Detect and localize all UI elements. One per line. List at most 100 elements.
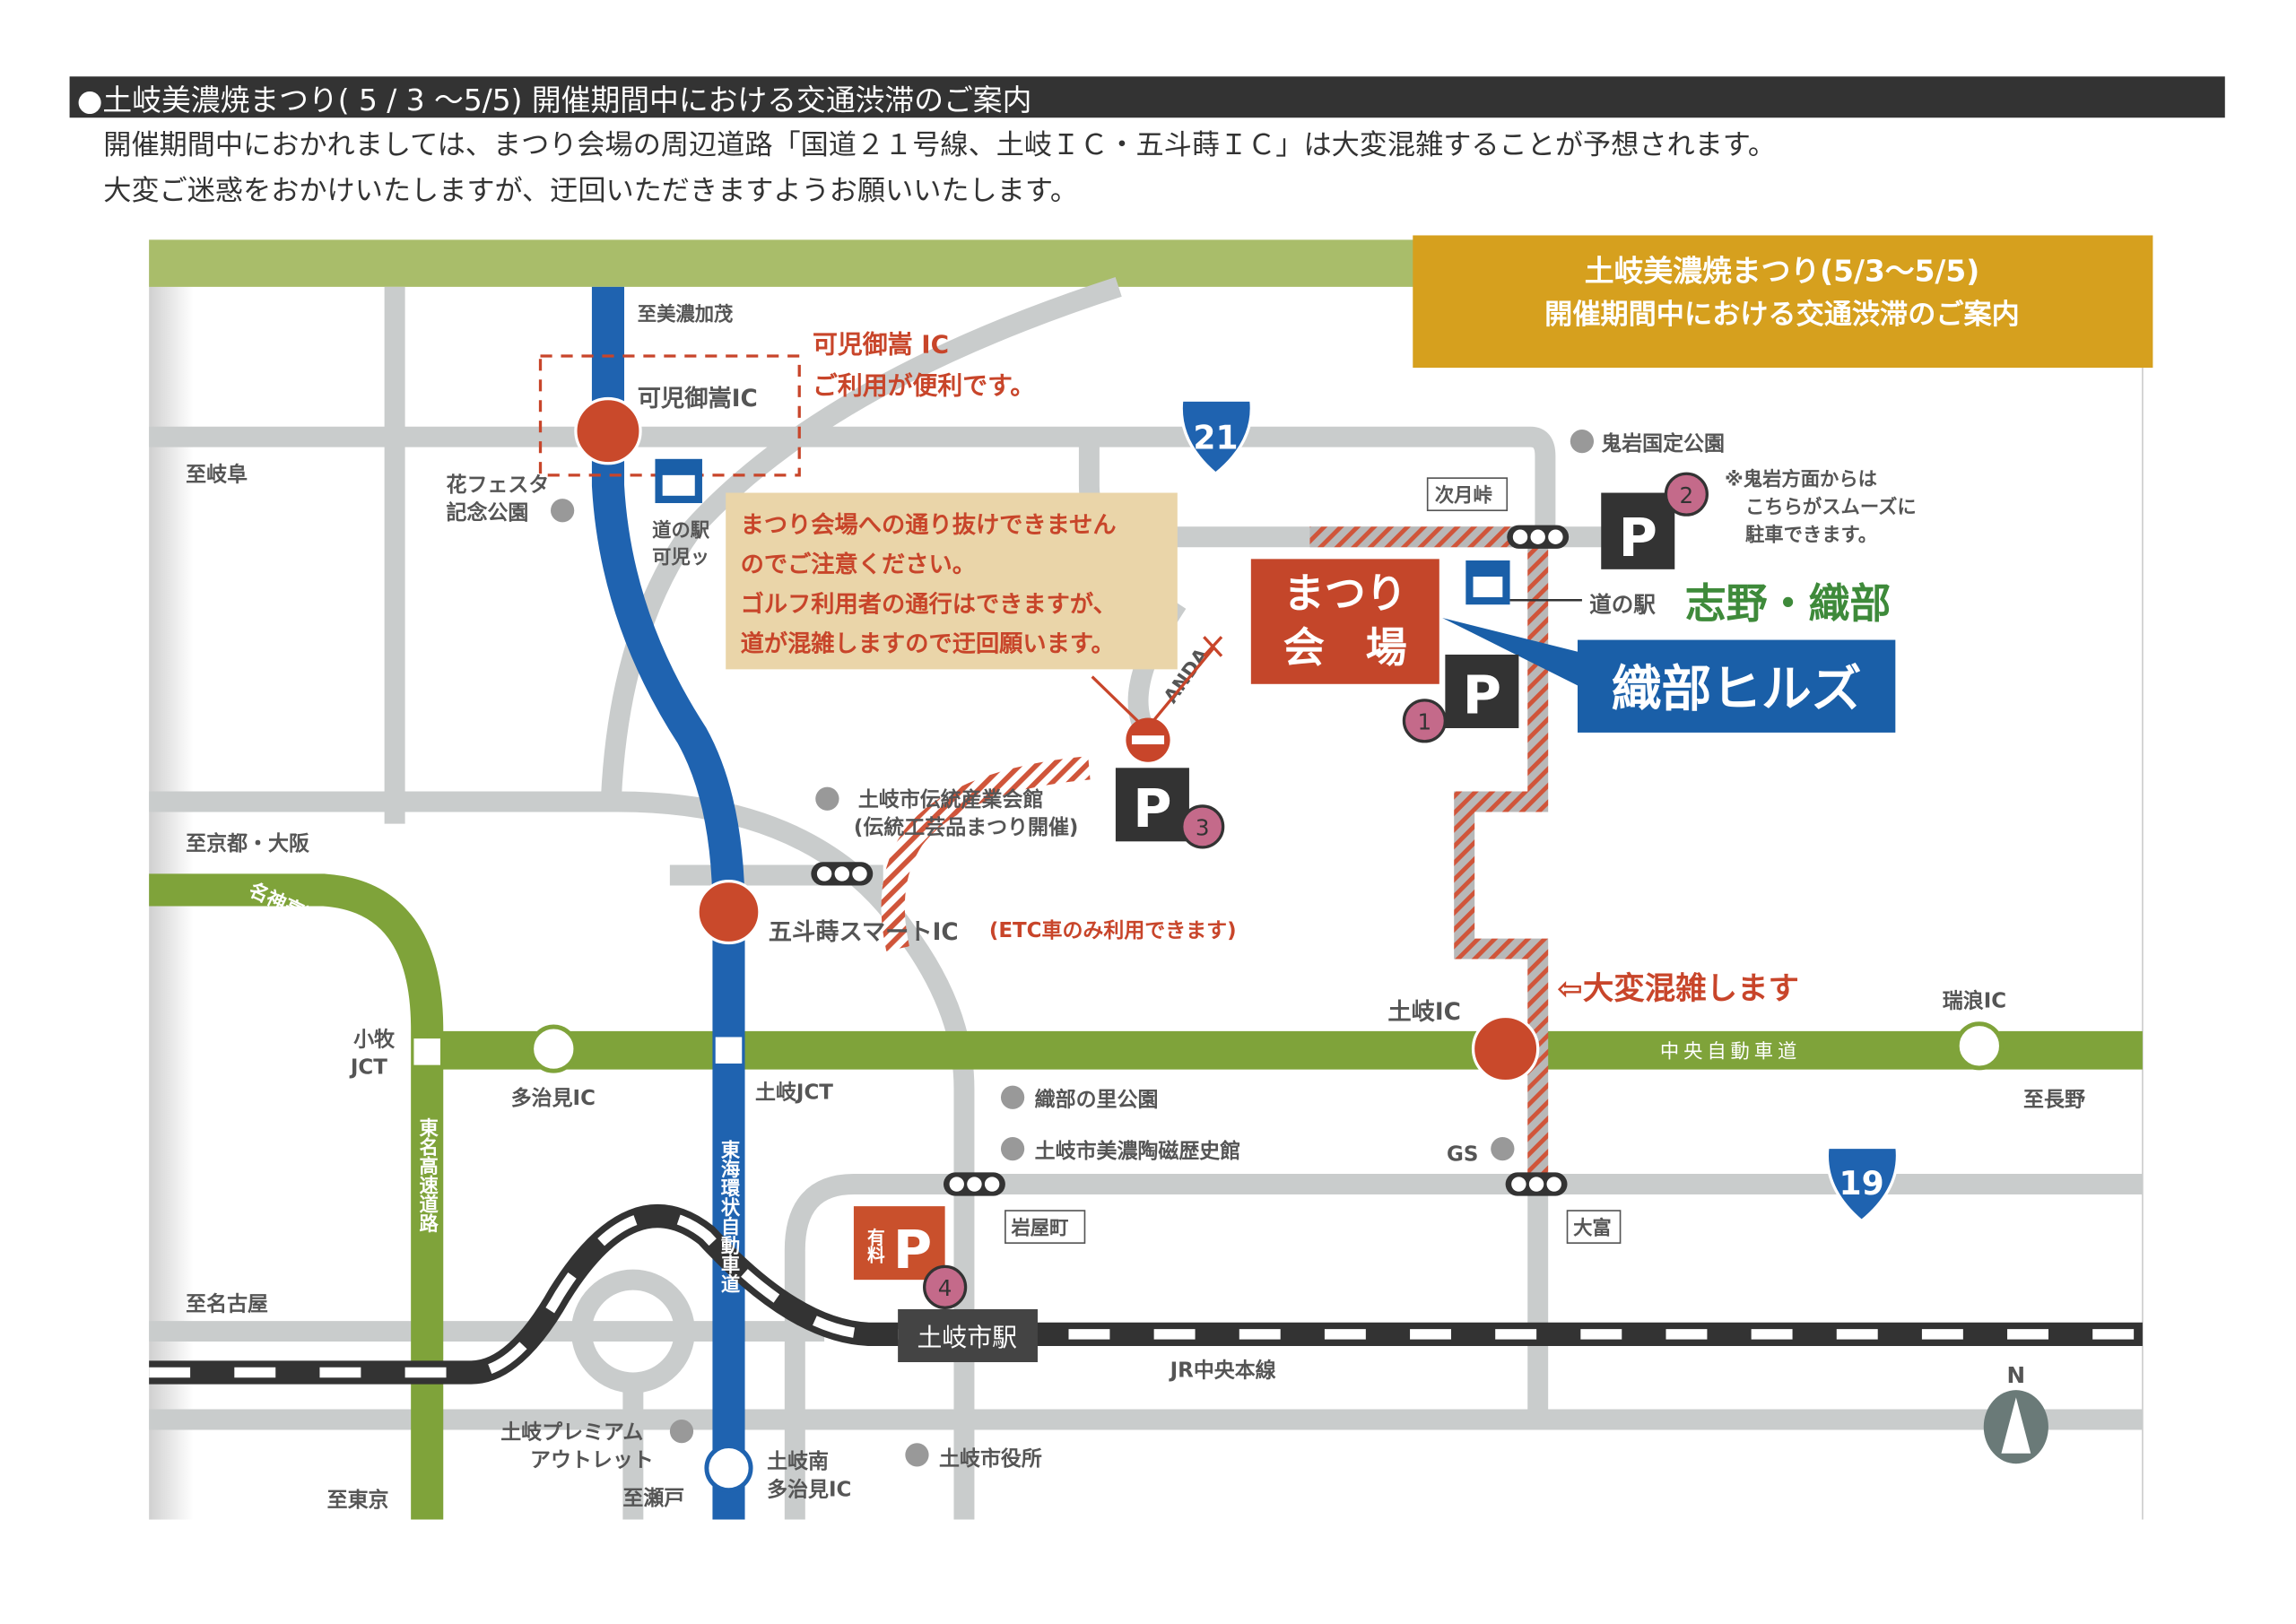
toki-minami-tajimi-ic [704, 1444, 753, 1493]
michinoeki-shino-name: 志野・織部 [1685, 579, 1892, 628]
tajimi-ic [529, 1024, 578, 1073]
tokai-loop-expressway [591, 286, 745, 1520]
north-arrow-icon: N [1983, 1362, 2048, 1464]
label-komaki-jct: JCT [349, 1055, 387, 1079]
poi-dots [550, 429, 1595, 1467]
label-etc: (ETC車のみ利用できます) [989, 919, 1237, 942]
note-line: のでご注意ください。 [741, 551, 976, 578]
label-dento: 土岐市伝統産業会館 [858, 787, 1044, 812]
svg-text:P: P [1133, 777, 1171, 839]
parking-2: P2 [1601, 472, 1709, 569]
label-gotomaki: 五斗蒔スマートIC [769, 919, 959, 946]
map: 土岐美濃焼まつり(5/3～5/5) 開催期間中における交通渋滞のご案内 可児御嵩… [149, 235, 2153, 1520]
label-to-seto: 至瀬戸 [622, 1487, 684, 1510]
jr-chuo-line [149, 1204, 2143, 1385]
traffic-signal-icon [811, 862, 874, 886]
label-kani-ic: 可児御嵩IC [638, 385, 758, 413]
label-chuo: 中央自動車道 [1660, 1040, 1801, 1063]
kani-callout-2: ご利用が便利です。 [813, 371, 1035, 401]
traffic-signal-icon [1505, 1172, 1568, 1196]
kani-mitake-ic [574, 396, 642, 465]
label-congestion: ⇦大変混雑します [1557, 971, 1799, 1007]
label-toki-minami: 土岐南 [767, 1450, 829, 1473]
svg-text:19: 19 [1839, 1165, 1883, 1203]
venue-line1: まつり [1283, 569, 1407, 617]
label-komaki-jct: 小牧 [353, 1027, 396, 1051]
label-outlet: 土岐プレミアム [500, 1420, 643, 1444]
label-to-kyoto: 至京都・大阪 [186, 831, 309, 855]
label-toki-ic: 土岐IC [1387, 999, 1460, 1026]
label-to-nagano: 至長野 [2023, 1089, 2085, 1112]
label-mizunami-ic: 瑞浪IC [1943, 989, 2006, 1013]
title-box-line2: 開催期間中における交通渋滞のご案内 [1544, 299, 2020, 331]
label-oniiwa: 鬼岩国定公園 [1601, 431, 1725, 456]
kani-ic-highlight [538, 354, 801, 477]
oribe-hills-box [1577, 639, 1896, 733]
top-band [149, 239, 1414, 287]
label-dento: (伝統工芸品まつり開催) [854, 815, 1079, 839]
closure-note-box [726, 492, 1178, 670]
label-outlet: アウトレット [530, 1448, 654, 1472]
svg-text:P: P [1463, 664, 1501, 726]
svg-text:P: P [893, 1219, 932, 1281]
svg-text:※鬼岩方面からは: ※鬼岩方面からは [1725, 467, 1877, 491]
svg-text:駐車できます。: 駐車できます。 [1745, 525, 1877, 547]
parking-1: P1 [1402, 654, 1519, 743]
no-entry-arrows [1091, 636, 1223, 730]
label-oribe-park: 織部の里公園 [1035, 1088, 1159, 1112]
komaki-jct [413, 1038, 440, 1065]
intro-line-2: 大変ご迷惑をおかけいたしますが、迂回いただきますようお願いいたします。 [103, 175, 1078, 207]
label-tokai: 東海環状自動車道 [718, 1140, 740, 1293]
note-line: ゴルフ利用者の通行はできますが、 [741, 590, 1117, 618]
traffic-signal-icon [1507, 525, 1570, 549]
traffic-signal-icon [943, 1172, 1005, 1196]
svg-text:4: 4 [938, 1275, 952, 1301]
oribe-hills-label: 織部ヒルズ [1612, 660, 1862, 718]
route-19-shield: 19 [1825, 1145, 1900, 1223]
svg-text:N: N [2007, 1362, 2026, 1388]
label-to-nagoya: 至名古屋 [186, 1292, 268, 1316]
svg-text:有料: 有料 [864, 1228, 884, 1264]
note-line: 道が混雑しますので迂回願います。 [741, 630, 1115, 658]
label-tsukiji: 次月峠 [1435, 483, 1492, 507]
note-line: まつり会場への通り抜けできません [741, 512, 1117, 539]
toki-ic [1471, 1014, 1540, 1083]
label-to-gifu: 至岐阜 [186, 462, 248, 486]
header-title: ●土岐美濃焼まつり( 5 / 3 ～5/5) 開催期間中における交通渋滞のご案内 [77, 83, 1032, 117]
toki-jct [715, 1037, 743, 1064]
svg-text:2: 2 [1680, 482, 1694, 508]
meishin-expressway [149, 873, 444, 1520]
label-michinoeki-kani: 道の駅 [652, 519, 710, 543]
label-hanafesta: 花フェスタ [447, 473, 550, 497]
header-bar [69, 76, 2225, 118]
michinoeki-shino-prefix: 道の駅 [1589, 591, 1656, 617]
title-box-line1: 土岐美濃焼まつり(5/3～5/5) [1585, 254, 1979, 288]
label-jr: JR中央本線 [1169, 1358, 1276, 1382]
label-hanafesta: 記念公園 [447, 500, 529, 525]
venue-line2: 会 場 [1283, 623, 1407, 672]
label-michinoeki-kani: 可児ッ [652, 546, 709, 569]
kani-callout-1: 可児御嵩 IC [813, 330, 949, 360]
label-to-minokamo: 至美濃加茂 [638, 303, 734, 326]
gotomaki-approach [881, 756, 1091, 951]
title-box [1413, 235, 2153, 369]
festival-venue [1250, 559, 1439, 684]
toki-station-label: 土岐市駅 [917, 1323, 1017, 1352]
parking-2-note: ※鬼岩方面からは こちらがスムーズに 駐車できます。 [1725, 467, 1917, 546]
label-to-tokyo: 至東京 [327, 1488, 389, 1512]
label-tomei: 東名高速道路 [416, 1117, 439, 1233]
toki-station [898, 1308, 1038, 1363]
svg-text:P: P [1619, 507, 1657, 569]
label-toki-minami: 多治見IC [767, 1477, 851, 1501]
route-21-shield: 21 [1179, 398, 1253, 476]
no-entry-icon [1126, 717, 1170, 762]
mizunami-ic [1954, 1021, 2004, 1071]
label-city-hall: 土岐市役所 [939, 1446, 1042, 1471]
svg-text:3: 3 [1196, 815, 1210, 841]
label-iwayacho: 岩屋町 [1010, 1217, 1068, 1239]
svg-text:21: 21 [1193, 419, 1238, 456]
intro-line-1: 開催期間中におかれましては、まつり会場の周辺道路「国道２１号線、土岐ＩＣ・五斗蒔… [103, 129, 1776, 161]
